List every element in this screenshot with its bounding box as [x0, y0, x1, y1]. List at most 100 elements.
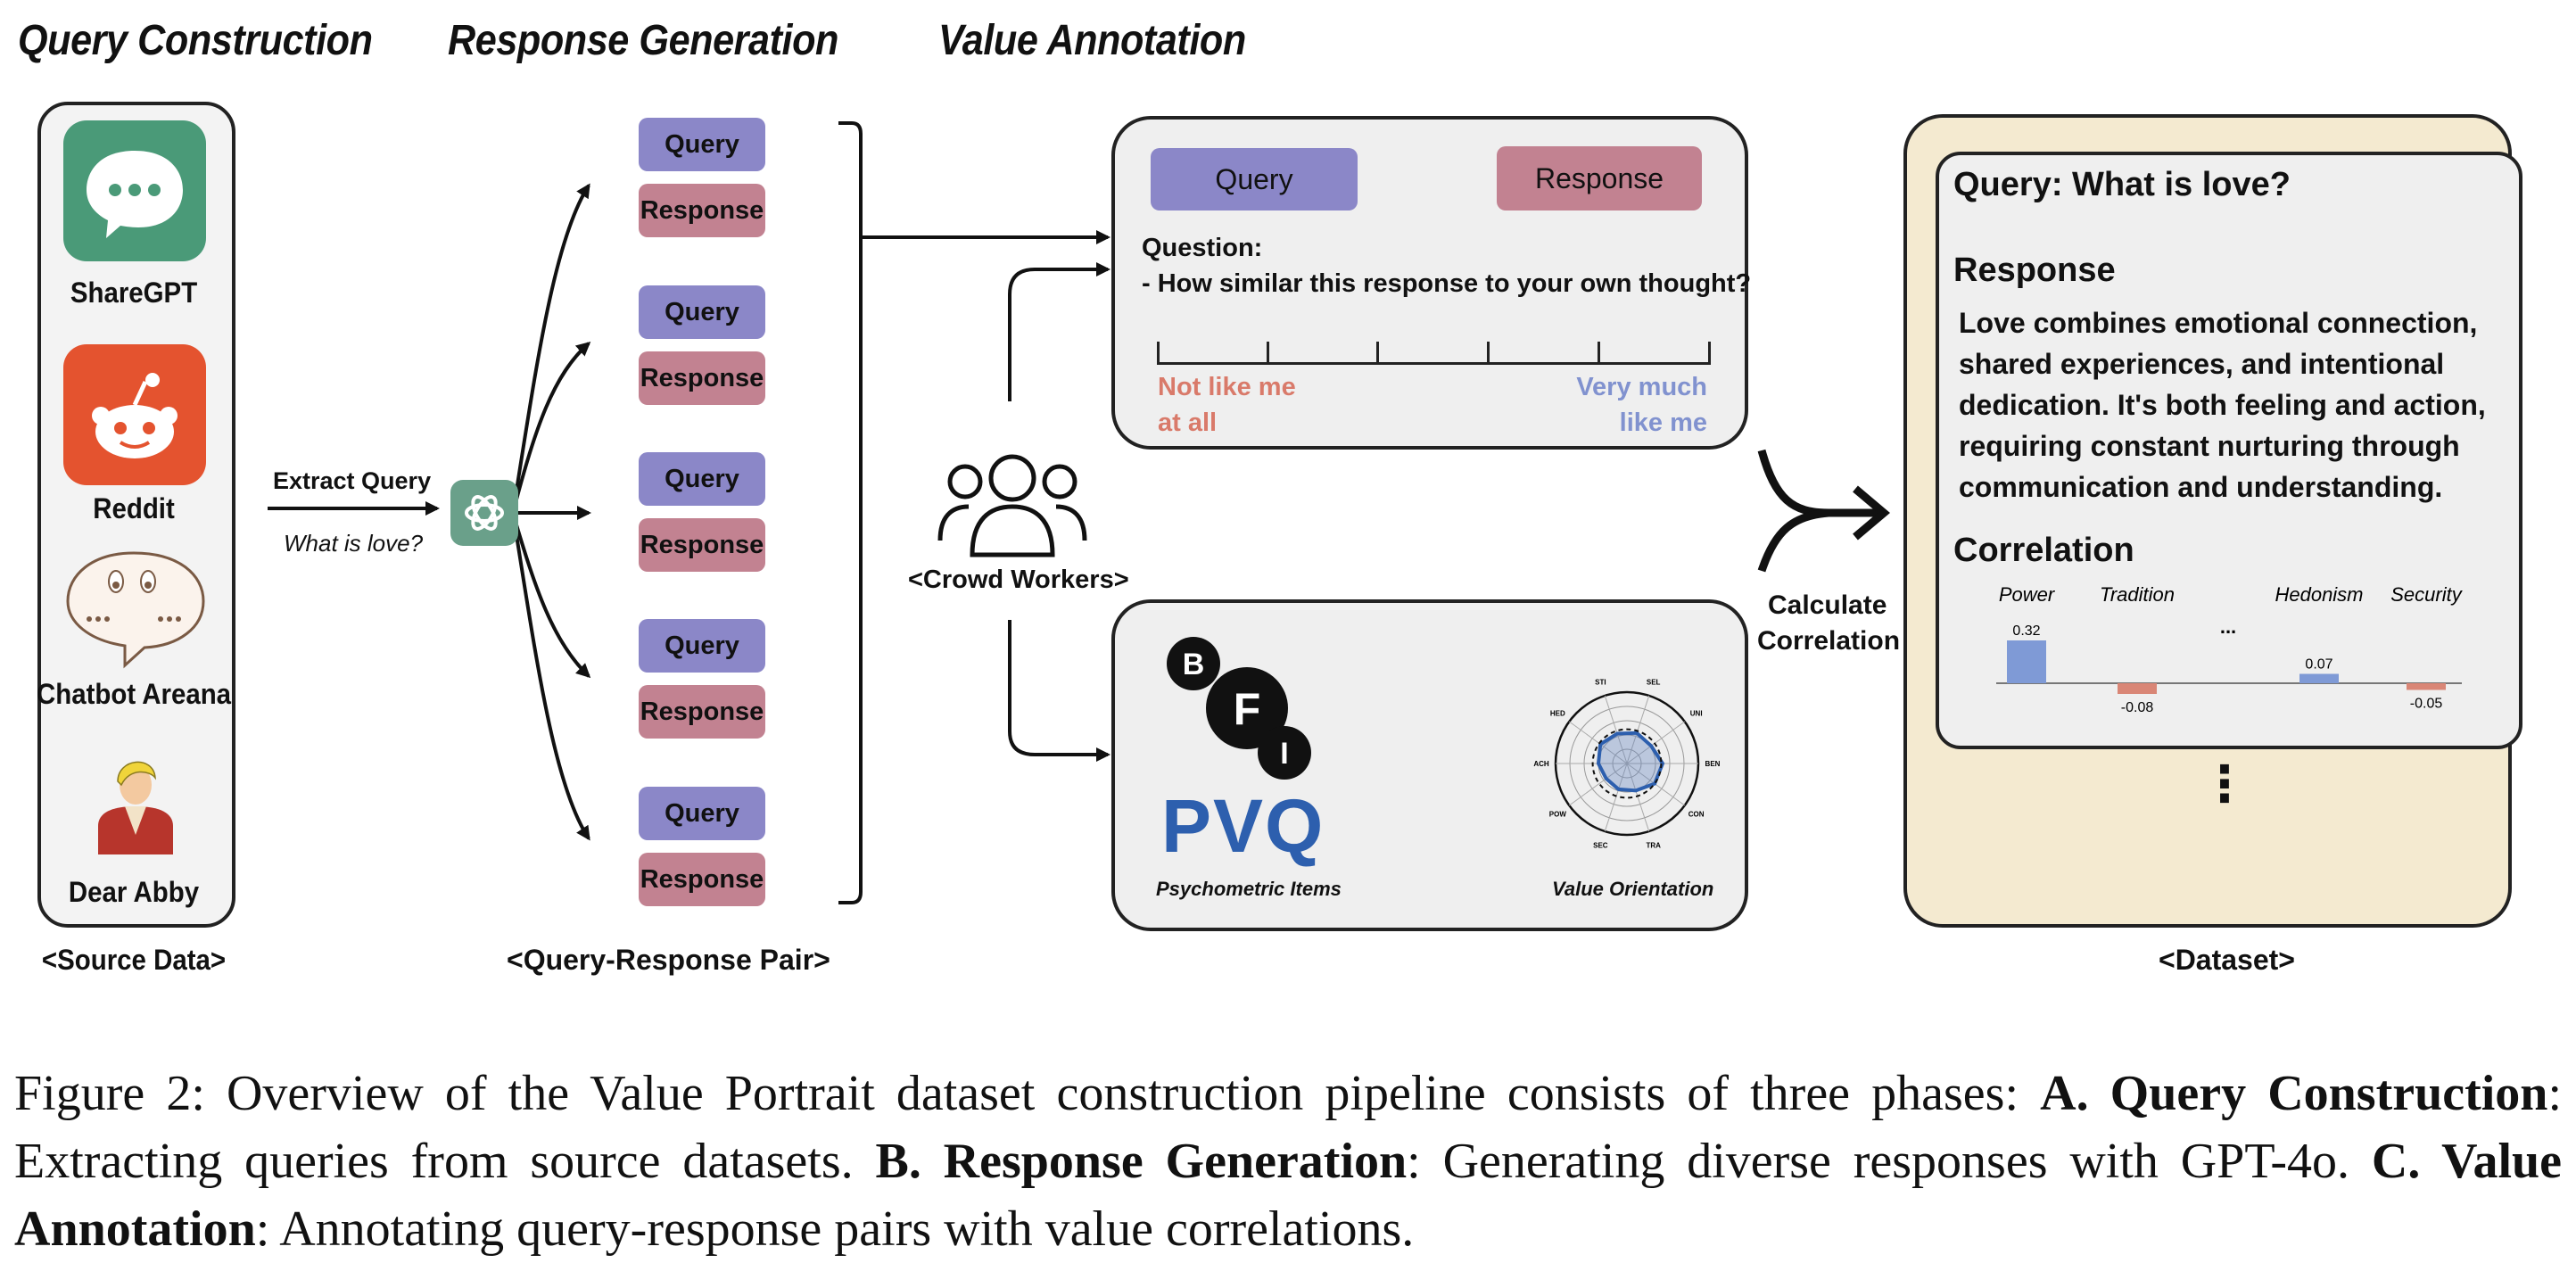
pair-query-2: Query: [639, 285, 765, 339]
caption-b-text: : Generating diverse responses with GPT-…: [1407, 1134, 2372, 1189]
scale-left-label-1: Not like me: [1158, 373, 1296, 401]
psychometric-items-label: Psychometric Items: [1156, 878, 1342, 900]
scale-right-label-1: Very much: [1576, 373, 1707, 401]
extract-query-label: Extract Query: [273, 467, 432, 494]
radar-axis-label: SEC: [1593, 841, 1608, 849]
likert-tick-2: [1267, 342, 1269, 365]
radar-baseline: [1591, 728, 1663, 799]
phase-title-response-generation: Response Generation: [448, 17, 838, 64]
openai-icon: [450, 480, 518, 546]
pair-query-5: Query: [639, 787, 765, 840]
chat-bubble-icon: [87, 151, 183, 238]
source-data-caption: <Source Data>: [41, 944, 227, 976]
radar-axis-label: SEL: [1647, 679, 1661, 687]
annotation-query-box: Query: [1151, 148, 1358, 210]
calculate-label-line1: Calculate: [1768, 590, 1887, 620]
dataset-response-line-4: requiring constant nurturing through: [1959, 430, 2460, 462]
annotation-response-box: Response: [1497, 146, 1702, 210]
reddit-tile: [63, 344, 206, 485]
dataset-response-line-1: Love combines emotional connection,: [1959, 307, 2478, 339]
dataset-caption: <Dataset>: [2159, 944, 2295, 976]
phase-title-query-construction: Query Construction: [18, 17, 373, 64]
pair-query-4: Query: [639, 619, 765, 673]
radar-chart: SEL UNI BEN CON TRA SEC POW ACH HED STI: [1533, 679, 1721, 850]
pair-response-5: Response: [639, 853, 765, 906]
pair-response-2: Response: [639, 351, 765, 405]
likert-tick-6: [1708, 342, 1711, 365]
radar-spoke: [1626, 763, 1650, 832]
correlation-value-label: 0.32: [2012, 623, 2040, 639]
value-orientation-label: Value Orientation: [1552, 878, 1714, 900]
correlation-bar-power: [2007, 640, 2046, 683]
scale-left-label-2: at all: [1158, 409, 1218, 437]
person-icon: [98, 761, 173, 854]
chatbot-bubble-icon: [66, 551, 205, 669]
caption-a-bold: A. Query Construction: [2040, 1066, 2548, 1121]
reddit-alien-icon: [92, 373, 178, 458]
dataset-response-title: Response: [1953, 252, 2116, 289]
dataset-query: Query: What is love?: [1953, 166, 2291, 203]
scale-right-label-2: like me: [1619, 409, 1707, 437]
bfi-letter-i: I: [1280, 737, 1288, 771]
source-label-sharegpt: ShareGPT: [70, 277, 198, 309]
correlation-value-label: 0.07: [2305, 657, 2332, 673]
correlation-category-label: Tradition: [2100, 583, 2175, 606]
caption-a-text: : Extracting queries from source dataset…: [14, 1066, 2562, 1189]
correlation-value-label: -0.05: [2410, 697, 2443, 712]
radar-spoke: [1626, 695, 1650, 764]
pair-query-3: Query: [639, 452, 765, 506]
pvq-logo: PVQ: [1161, 784, 1325, 868]
radar-axis-label: ACH: [1533, 760, 1549, 768]
correlation-ellipsis: ...: [2220, 615, 2236, 638]
correlation-bar-hedonism: [2299, 673, 2339, 683]
query-response-pair-caption: <Query-Response Pair>: [507, 944, 830, 976]
dataset-response-line-5: communication and understanding.: [1959, 471, 2443, 503]
likert-tick-5: [1598, 342, 1600, 365]
sharegpt-tile: [63, 120, 206, 261]
radar-axis-label: POW: [1549, 810, 1567, 818]
question-text: - How similar this response to your own …: [1142, 269, 1752, 298]
correlation-value-label: -0.08: [2121, 700, 2154, 715]
correlation-category-label: Security: [2390, 583, 2463, 606]
likert-scale-line: [1158, 362, 1711, 365]
phase-title-value-annotation: Value Annotation: [938, 17, 1246, 64]
dataset-correlation-title: Correlation: [1953, 532, 2134, 569]
caption-c-bold: C. Value Annotation: [14, 1134, 2563, 1257]
dataset-card: [1936, 152, 2522, 749]
question-title: Question:: [1142, 234, 1263, 262]
pair-response-3: Response: [639, 518, 765, 572]
radar-axis-label: BEN: [1705, 760, 1721, 768]
radar-spoke: [1626, 721, 1686, 764]
caption-b-bold: B. Response Generation: [875, 1134, 1408, 1189]
likert-tick-4: [1487, 342, 1490, 365]
dataset-response-line-2: shared experiences, and intentional: [1959, 348, 2445, 380]
likert-tick-3: [1376, 342, 1379, 365]
figure-caption: Figure 2: Overview of the Value Portrait…: [14, 1060, 2562, 1263]
bfi-letter-b: B: [1183, 648, 1205, 681]
correlation-category-label: Hedonism: [2275, 583, 2363, 606]
source-label-chatbot-arena: Chatbot Areana: [36, 678, 232, 710]
crowd-workers-label: <Crowd Workers>: [908, 565, 1129, 594]
radar-axis-label: HED: [1550, 710, 1565, 718]
radar-spoke: [1604, 763, 1628, 832]
radar-axis-label: TRA: [1646, 841, 1661, 849]
pair-response-1: Response: [639, 184, 765, 237]
radar-axis-label: STI: [1595, 679, 1606, 687]
radar-axis-label: CON: [1688, 810, 1705, 818]
calculate-label-line2: Correlation: [1757, 626, 1901, 656]
radar-spoke: [1568, 721, 1628, 764]
extract-query-example: What is love?: [284, 530, 424, 557]
source-label-reddit: Reddit: [93, 492, 175, 524]
bfi-letter-f: F: [1234, 684, 1261, 734]
pair-response-4: Response: [639, 685, 765, 739]
radar-profile: [1596, 731, 1665, 793]
caption-prefix: Figure 2: Overview of the Value Portrait…: [14, 1066, 2041, 1121]
correlation-category-label: Power: [1999, 583, 2056, 606]
correlation-bar-chart: Power 0.32 Tradition -0.08 Hedonism 0.07 Secur…: [1996, 583, 2464, 715]
dataset-more-icon: ⋮: [2200, 755, 2250, 812]
likert-tick-1: [1157, 342, 1160, 365]
radar-axis-label: UNI: [1690, 710, 1703, 718]
correlation-bar-tradition: [2118, 683, 2157, 694]
bfi-logo: B F I: [1167, 637, 1311, 780]
radar-spoke: [1568, 763, 1628, 806]
